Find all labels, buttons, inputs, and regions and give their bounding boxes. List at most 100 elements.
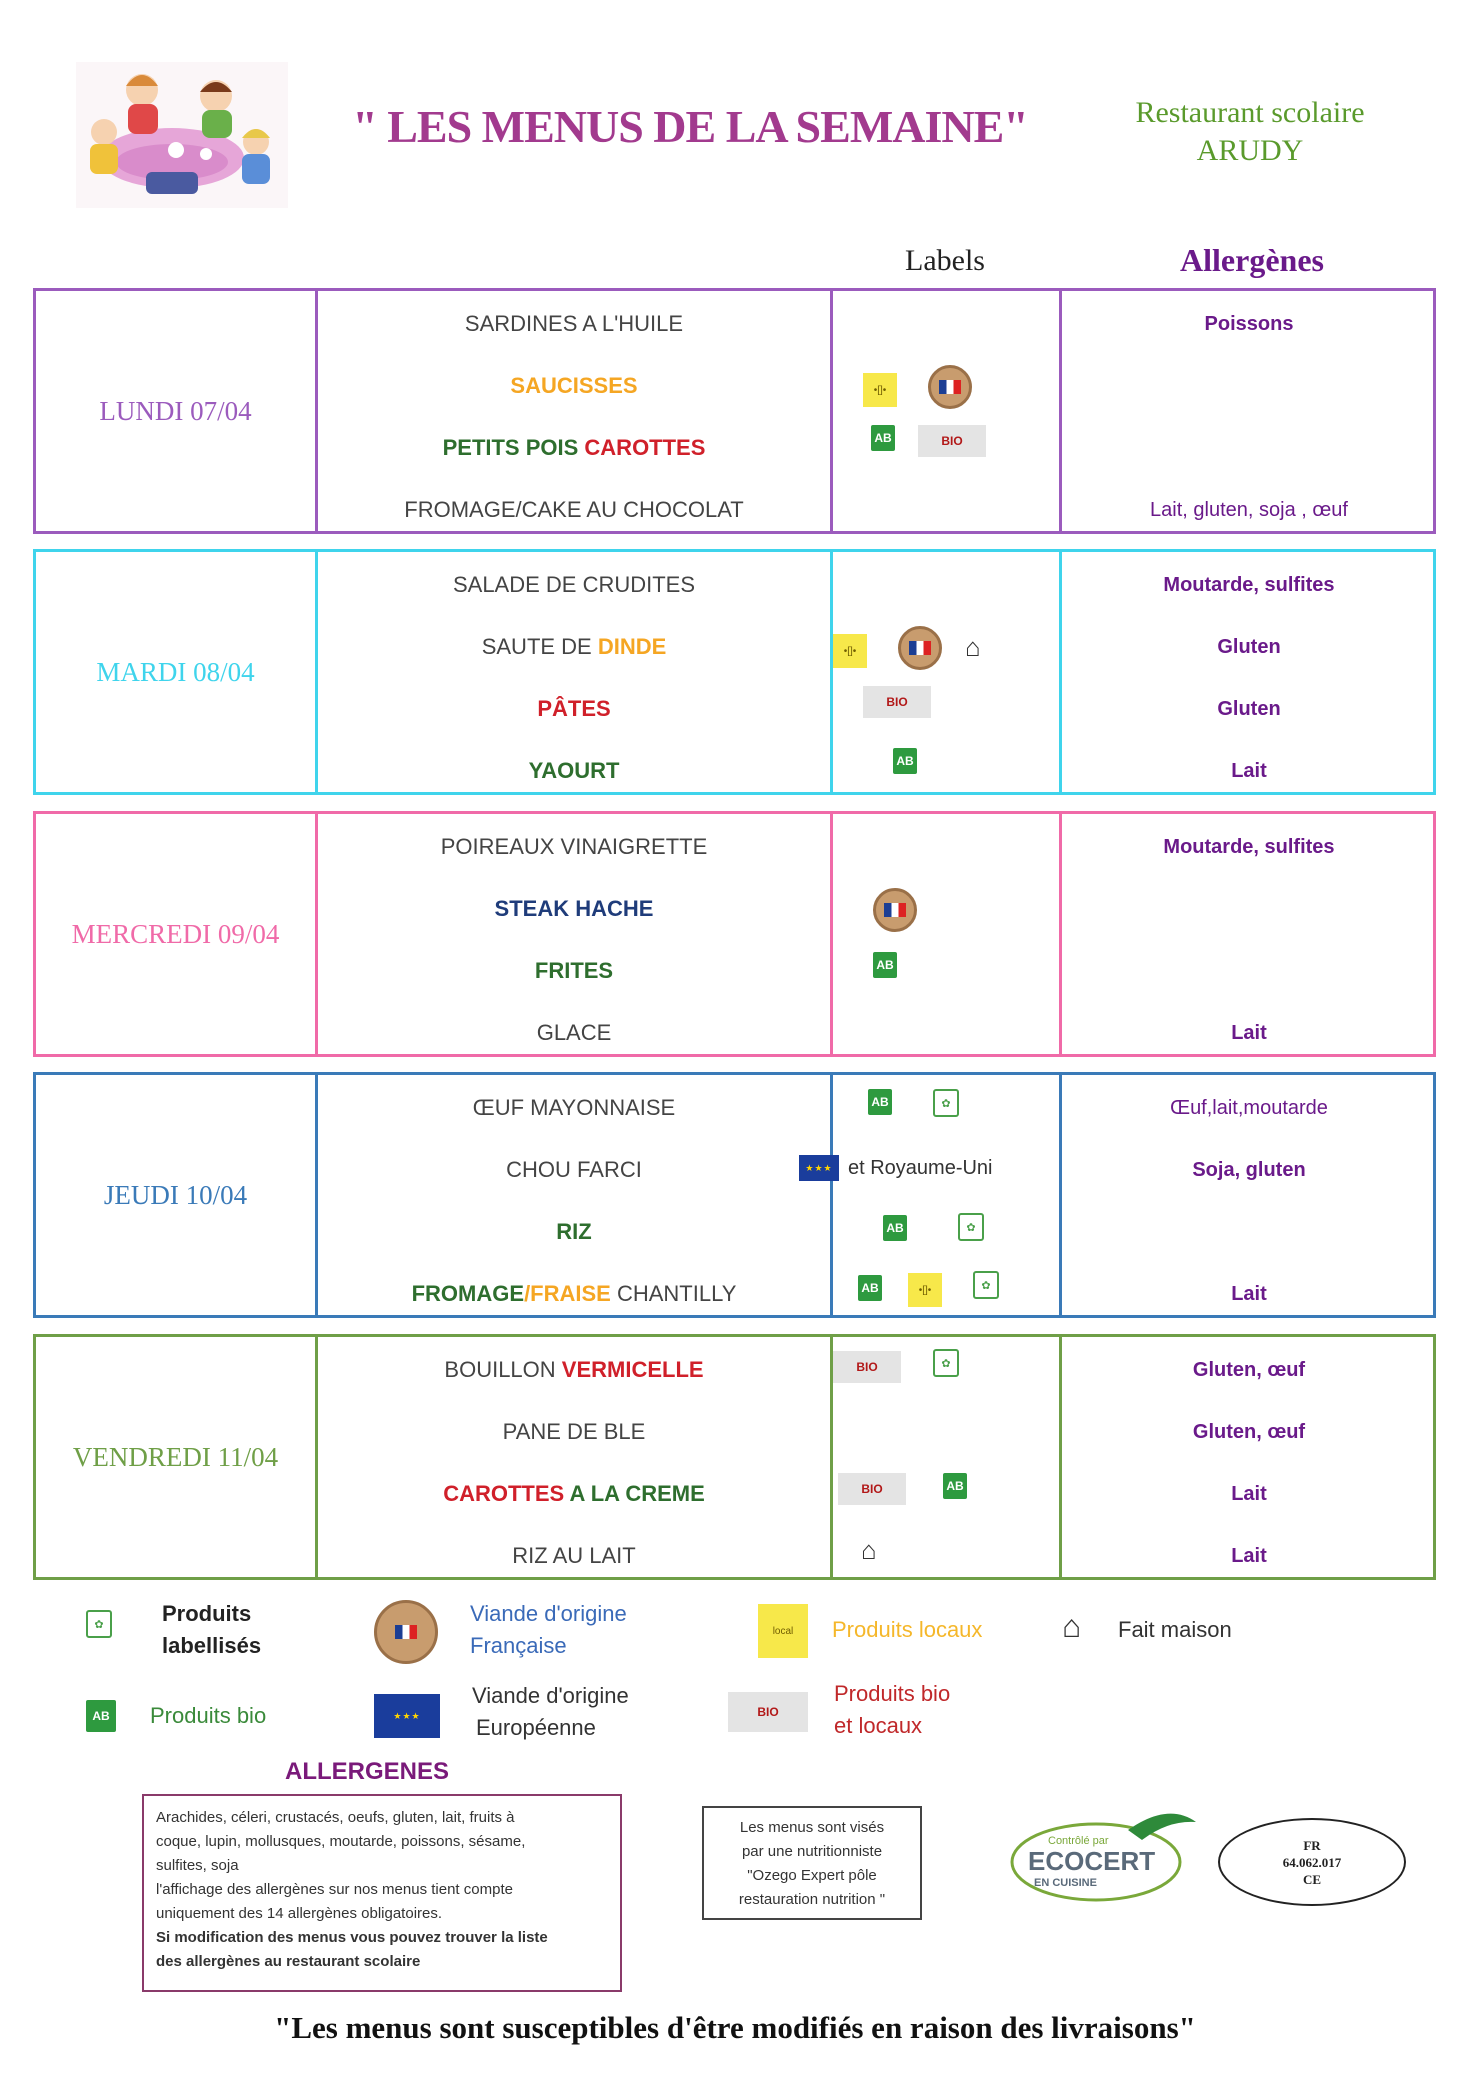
- dish-item: FRITES: [318, 958, 830, 984]
- dish-text: CAROTTES: [443, 1481, 565, 1506]
- allergen-text: Lait: [1231, 1545, 1267, 1567]
- legend-local: Produits locaux: [832, 1617, 983, 1642]
- allergen-text: Lait: [1231, 760, 1267, 782]
- allergens-column-header: Allergènes: [1180, 242, 1324, 278]
- allergens-title: ALLERGENES: [284, 1758, 449, 1785]
- allergen-text: Soja, gluten: [1192, 1159, 1306, 1181]
- legend-vf-1: Viande d'origine: [470, 1601, 627, 1626]
- bio-local-icon: BIO: [838, 1473, 906, 1505]
- dish-text: ŒUF MAYONNAISE: [472, 1095, 676, 1120]
- restaurant-town: ARUDY: [1196, 134, 1304, 167]
- produit-local-icon: •[]•: [863, 373, 897, 407]
- label-rouge-icon: ✿: [958, 1213, 984, 1241]
- dish-item: RIZ AU LAIT: [318, 1543, 830, 1569]
- day-block-vendredi: VENDREDI 11/04 BOUILLON VERMICELLE PANE DE…: [33, 1334, 1436, 1580]
- legend-bio-local-1: Produits bio: [834, 1681, 951, 1706]
- column-divider: [315, 291, 318, 531]
- label-rouge-icon: ✿: [933, 1349, 959, 1377]
- dish-text: YAOURT: [528, 758, 620, 783]
- agriculture-biologique-icon: AB: [893, 748, 917, 774]
- dish-text: PETITS POIS: [442, 435, 585, 460]
- allergen-text: Moutarde, sulfites: [1163, 836, 1335, 858]
- approval-line: CE: [1302, 1871, 1322, 1887]
- dish-item: SAUCISSES: [318, 373, 830, 399]
- allergen-text: Lait: [1231, 1022, 1267, 1044]
- allergen-text: Lait: [1231, 1483, 1267, 1505]
- dish-text: VERMICELLE: [561, 1357, 704, 1382]
- approval-line: FR: [1303, 1837, 1321, 1853]
- nutritionist-line: "Ozego Expert pôle: [747, 1867, 877, 1884]
- allergen-text: Œuf,lait,moutarde: [1170, 1097, 1328, 1119]
- allergens-line: uniquement des 14 allergènes obligatoire…: [156, 1905, 443, 1922]
- label-rouge-icon: ✿: [973, 1271, 999, 1299]
- nutritionist-line: restauration nutrition ": [738, 1891, 886, 1908]
- column-divider: [1059, 552, 1062, 792]
- dish-text: PANE DE BLE: [502, 1419, 646, 1444]
- dish-item: BOUILLON VERMICELLE: [318, 1357, 830, 1383]
- allergen-text: Gluten: [1217, 636, 1281, 658]
- allergen-text: Poissons: [1204, 313, 1294, 335]
- eu-flag-icon: ★★★: [799, 1155, 839, 1181]
- agriculture-biologique-icon: AB: [873, 952, 897, 978]
- viande-francaise-icon: [898, 626, 942, 670]
- dish-text: STEAK HACHE: [494, 896, 654, 921]
- column-divider: [830, 1337, 833, 1577]
- dish-text: /FRAISE: [524, 1281, 611, 1306]
- dish-text: CHANTILLY: [610, 1281, 737, 1306]
- column-divider: [315, 1075, 318, 1315]
- viande-francaise-icon: [374, 1600, 438, 1664]
- day-name: LUNDI 07/04: [99, 395, 252, 426]
- day-name: MERCREDI 09/04: [71, 918, 280, 949]
- agriculture-biologique-icon: AB: [943, 1473, 967, 1499]
- allergen-text: Lait: [1231, 1283, 1267, 1305]
- nutritionist-note-box: Les menus sont visés par une nutritionni…: [702, 1806, 922, 1920]
- dish-item: PÂTES: [318, 696, 830, 722]
- column-divider: [830, 1075, 833, 1315]
- dish-item: GLACE: [318, 1020, 830, 1046]
- ecocert-sub: EN CUISINE: [1034, 1877, 1097, 1889]
- column-divider: [830, 814, 833, 1054]
- legend-eu-1: Viande d'origine: [472, 1683, 629, 1708]
- dish-text: SARDINES A L'HUILE: [464, 311, 684, 336]
- bio-local-icon: BIO: [833, 1351, 901, 1383]
- ecocert-logo: Contrôlé par ECOCERT EN CUISINE: [1008, 1806, 1200, 1906]
- column-divider: [1059, 814, 1062, 1054]
- dish-text: RIZ AU LAIT: [512, 1543, 636, 1568]
- children-eating-illustration: [76, 62, 288, 208]
- allergens-line: Arachides, céleri, crustacés, oeufs, glu…: [156, 1809, 515, 1826]
- bio-local-icon: BIO: [863, 686, 931, 718]
- dish-text: BOUILLON: [444, 1357, 562, 1382]
- dish-item: CAROTTES A LA CREME: [318, 1481, 830, 1507]
- restaurant-name: Restaurant scolaire: [1135, 96, 1365, 129]
- dish-item: RIZ: [318, 1219, 830, 1245]
- dish-text: PÂTES: [537, 696, 611, 721]
- dish-text: GLACE: [536, 1020, 612, 1045]
- nutritionist-line: Les menus sont visés: [739, 1819, 885, 1836]
- fait-maison-icon: ⌂: [861, 1535, 877, 1565]
- labels-column-header: Labels: [905, 244, 985, 277]
- dish-text: FROMAGE: [411, 1281, 525, 1306]
- fait-maison-icon: ⌂: [965, 632, 981, 662]
- dish-item: ŒUF MAYONNAISE: [318, 1095, 830, 1121]
- allergen-text: Gluten, œuf: [1192, 1359, 1306, 1381]
- dish-text: RIZ: [556, 1219, 592, 1244]
- viande-francaise-icon: [928, 365, 972, 409]
- dish-text: SALADE DE CRUDITES: [452, 572, 696, 597]
- dish-text: CAROTTES: [584, 435, 706, 460]
- column-divider: [315, 552, 318, 792]
- approval-line: 64.062.017: [1282, 1854, 1342, 1870]
- nutritionist-line: par une nutritionniste: [741, 1843, 883, 1860]
- agriculture-biologique-icon: AB: [868, 1089, 892, 1115]
- origin-label-text: et Royaume-Uni: [848, 1157, 993, 1179]
- bio-local-icon: BIO: [728, 1692, 808, 1732]
- day-name: JEUDI 10/04: [103, 1179, 248, 1210]
- day-name: VENDREDI 11/04: [72, 1441, 279, 1472]
- legend-bio: Produits bio: [150, 1703, 267, 1728]
- dish-text: FROMAGE/CAKE AU CHOCOLAT: [404, 497, 744, 522]
- bio-local-icon: BIO: [918, 425, 986, 457]
- allergens-note: Si modification des menus vous pouvez tr…: [156, 1929, 548, 1946]
- dish-item: SALADE DE CRUDITES: [318, 572, 830, 598]
